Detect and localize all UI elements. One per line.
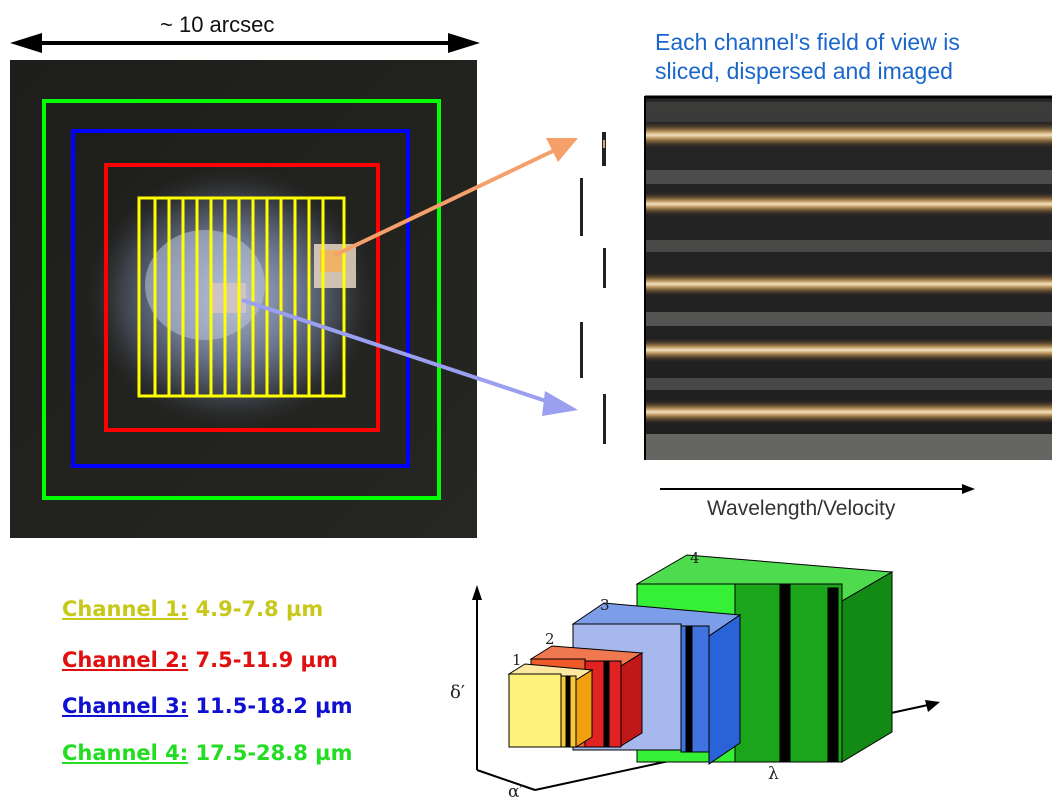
cube-number-4: 4	[690, 549, 700, 567]
channel-2-range: 7.5-11.9 µm	[195, 648, 338, 672]
axis-lambda-label: λ	[768, 764, 779, 784]
channel-1-legend: Channel 1: 4.9-7.8 µm	[62, 597, 323, 621]
field-size-label: ~ 10 arcsec	[160, 12, 275, 37]
channel-2-legend: Channel 2: 7.5-11.9 µm	[62, 648, 338, 672]
channel2-frame	[104, 163, 380, 432]
axis-delta-label: δ′	[450, 682, 465, 703]
wavelength-label: Wavelength/Velocity	[707, 497, 896, 520]
axis-alpha-label: α′	[508, 782, 524, 802]
blue-pointer-arrow	[241, 298, 578, 416]
channel4-frame	[42, 99, 441, 500]
channel-4-legend: Channel 4: 17.5-28.8 µm	[62, 741, 353, 765]
channel-1-name: Channel 1:	[62, 597, 189, 621]
cube-number-3: 3	[600, 596, 610, 614]
channel-4-name: Channel 4:	[62, 741, 189, 765]
caption-line-1: Each channel's field of view is	[655, 29, 960, 55]
wavelength-arrow	[660, 484, 975, 494]
scale-arrow	[10, 33, 480, 53]
channel-3-range: 11.5-18.2 µm	[195, 694, 353, 718]
channel-4-range: 17.5-28.8 µm	[195, 741, 353, 765]
cube-number-2: 2	[545, 630, 555, 648]
caption-line-2: sliced, dispersed and imaged	[655, 58, 953, 84]
channel3-frame	[71, 129, 410, 468]
channel-2-name: Channel 2:	[62, 648, 189, 672]
slice-traces	[580, 132, 606, 444]
caption: Each channel's field of view is sliced, …	[655, 28, 960, 86]
cube-number-1: 1	[512, 651, 522, 669]
cube-channel-1	[507, 663, 594, 748]
channel-3-name: Channel 3:	[62, 694, 189, 718]
channel1-frame	[137, 196, 346, 398]
channel-3-legend: Channel 3: 11.5-18.2 µm	[62, 694, 353, 718]
cube-channel-3	[571, 602, 742, 765]
channel-1-range: 4.9-7.8 µm	[195, 597, 324, 621]
spectrum-image	[644, 95, 1052, 460]
orange-pointer-arrow	[334, 138, 578, 257]
